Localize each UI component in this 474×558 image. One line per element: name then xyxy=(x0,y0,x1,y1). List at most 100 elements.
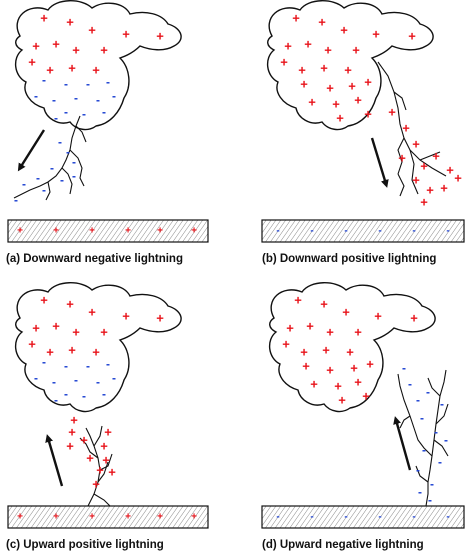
panel-d-cloud-charge: + xyxy=(366,357,374,372)
panel-c-channel-charge: + xyxy=(102,453,110,468)
panel-a-ground-charge: + xyxy=(53,226,59,237)
panel-a-channel-charge: - xyxy=(42,183,46,197)
panel-a: (a) Downward negative lightning xyxy=(6,0,209,265)
panel-c-cloud-charge: + xyxy=(52,319,60,334)
panel-d-cloud-charge: + xyxy=(302,359,310,374)
panel-a-channel-charge: - xyxy=(60,173,64,187)
panel-c-cloud-charge: + xyxy=(32,321,40,336)
panel-a-ground xyxy=(7,219,209,243)
panel-b-cloud-charge: + xyxy=(332,97,340,112)
panel-b-ground-charge: - xyxy=(412,226,415,237)
panel-d-ground-charge: - xyxy=(446,512,449,523)
panel-a-cloud-charge: - xyxy=(96,93,100,107)
panel-b-channel-charge: + xyxy=(420,195,428,210)
panel-b-cloud-charge: + xyxy=(336,111,344,126)
panel-a-cloud-charge: - xyxy=(64,105,68,119)
panel-a-channel-charge: - xyxy=(36,171,40,185)
panel-d-lightning-channel xyxy=(397,369,449,507)
panel-d-cloud-charge: + xyxy=(300,345,308,360)
panel-c-ground-charge: + xyxy=(191,512,197,523)
panel-a-cloud-charge: - xyxy=(54,111,58,125)
panel-d-cloud-charge: + xyxy=(306,319,314,334)
panel-a-cloud-charge: - xyxy=(82,107,86,121)
panel-b-cloud-charge: + xyxy=(326,81,334,96)
panel-c-cloud-charge: + xyxy=(40,293,48,308)
panel-b-ground-charge: - xyxy=(344,226,347,237)
panel-c-cloud-charge: + xyxy=(92,345,100,360)
panel-a-cloud-charge: - xyxy=(106,75,110,89)
panel-d-ground-charge: - xyxy=(310,512,313,523)
panel-c-channel-charge: + xyxy=(70,413,78,428)
panel-c-cloud-charge: + xyxy=(72,325,80,340)
panel-a-cloud-charge: + xyxy=(66,15,74,30)
panel-a-cloud xyxy=(15,0,182,131)
panel-d-cloud-charge: + xyxy=(326,325,334,340)
panel-c-cloud-charge: - xyxy=(42,355,46,369)
panel-a-channel-charge: - xyxy=(14,193,18,207)
panel-d-channel-charge: - xyxy=(420,411,424,425)
panel-c-ground-charge: + xyxy=(89,512,95,523)
panel-a-cloud-charge: + xyxy=(68,61,76,76)
panel-b-cloud-charge: + xyxy=(300,77,308,92)
panel-b-channel-charge: + xyxy=(412,173,420,188)
panel-b-cloud-charge: + xyxy=(284,39,292,54)
panel-c-cloud-charge: + xyxy=(28,337,36,352)
panel-c-channel-charge: + xyxy=(96,463,104,478)
panel-b-cloud-charge: + xyxy=(318,15,326,30)
panel-b-ground-charge: - xyxy=(446,226,449,237)
panel-a-cloud-charge: + xyxy=(122,27,130,42)
panel-a-cloud-charge: - xyxy=(74,91,78,105)
panel-a-cloud-charge: - xyxy=(42,73,46,87)
panel-d-cloud-charge: + xyxy=(350,361,358,376)
panel-d-cloud-charge: + xyxy=(346,345,354,360)
panel-a-cloud-charge: - xyxy=(86,77,90,91)
panel-c-channel-charge: + xyxy=(104,425,112,440)
panel-d-cloud-charge: + xyxy=(282,337,290,352)
panel-d-channel-charge: - xyxy=(418,485,422,499)
panel-d-cloud-charge: + xyxy=(286,321,294,336)
panel-c-channel-charge: + xyxy=(108,465,116,480)
panel-d-channel-charge: - xyxy=(408,377,412,391)
panel-d-cloud xyxy=(269,282,436,413)
panel-d-cloud-charge: + xyxy=(294,293,302,308)
charge-symbols: +++++++++++++-----------------------++++… xyxy=(14,11,462,523)
panel-b-channel-charge: + xyxy=(446,163,454,178)
panel-c-channel-charge: + xyxy=(86,451,94,466)
panel-c-ground-charge: + xyxy=(53,512,59,523)
panel-a-ground-charge: + xyxy=(191,226,197,237)
panel-c-cloud-charge: + xyxy=(66,297,74,312)
panel-c-lightning-channel xyxy=(79,425,113,507)
panel-b-channel-charge: + xyxy=(420,159,428,174)
panel-a-cloud-charge: + xyxy=(100,43,108,58)
panel-c-cloud-charge: - xyxy=(86,359,90,373)
panel-a-cloud-charge: + xyxy=(32,39,40,54)
panel-a-cloud-charge: - xyxy=(34,89,38,103)
panel-a-cloud-charge: + xyxy=(88,23,96,38)
panel-c-cloud-charge: - xyxy=(74,373,78,387)
panel-a-cloud-charge: - xyxy=(52,93,56,107)
panel-a-channel-charge: - xyxy=(50,161,54,175)
panel-b-cloud-charge: + xyxy=(344,63,352,78)
panel-b-direction-arrow xyxy=(370,137,389,188)
panel-c-cloud-charge: - xyxy=(64,359,68,373)
panel-b-ground-charge: - xyxy=(310,226,313,237)
panel-b: (b) Downward positive lightning xyxy=(261,0,465,265)
panel-b-cloud-charge: + xyxy=(298,63,306,78)
panel-c-direction-arrow xyxy=(45,434,64,487)
panel-b-channel-charge: + xyxy=(398,151,406,166)
panel-a-channel-charge: - xyxy=(58,135,62,149)
panel-a-cloud-charge: + xyxy=(52,37,60,52)
panel-a-ground-charge: + xyxy=(17,226,23,237)
panel-d-channel-charge: - xyxy=(416,463,420,477)
panel-b-ground xyxy=(261,219,465,243)
panel-b-cloud-charge: + xyxy=(320,61,328,76)
panel-b-cloud-charge: + xyxy=(304,37,312,52)
panel-c-cloud-charge: - xyxy=(102,387,106,401)
panel-c-cloud-charge: + xyxy=(88,305,96,320)
panel-d-channel-charge: - xyxy=(434,425,438,439)
panel-d-ground-charge: - xyxy=(378,512,381,523)
panel-c-cloud-charge: - xyxy=(112,371,116,385)
panel-d-ground xyxy=(261,505,465,529)
panel-d-cloud-charge: + xyxy=(362,389,370,404)
panel-b-cloud-charge: + xyxy=(364,107,372,122)
